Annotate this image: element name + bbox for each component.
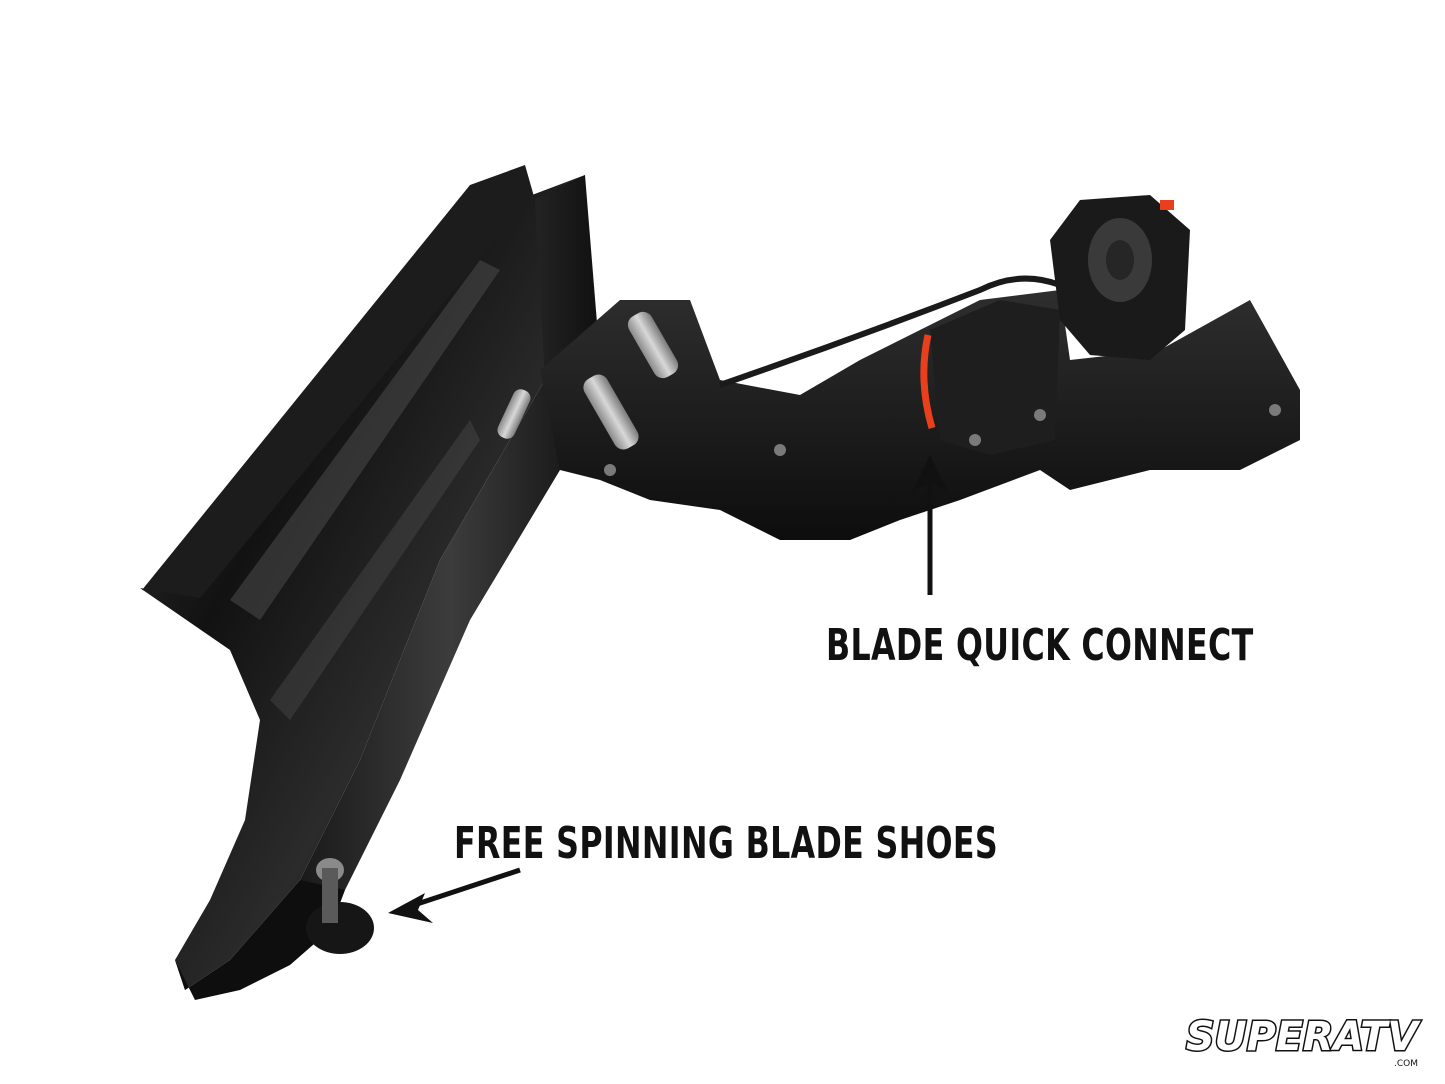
blade-reflection [230,260,500,620]
frame-bolt [1269,404,1281,416]
arrow-quick-connect [912,455,948,595]
trip-spring [627,311,679,379]
brand-logo: SUPERATV .COM [1185,1013,1423,1070]
blade-shoe [306,902,374,954]
callout-quick-connect: BLADE QUICK CONNECT [826,620,1254,671]
trip-spring [497,389,531,439]
blade-reflection [270,420,480,720]
plow-blade [140,175,585,990]
frame-bolt [774,444,786,456]
blade-shoe-post [322,868,338,923]
callout-blade-shoes: FREE SPINNING BLADE SHOES [454,818,999,869]
blade-back-face [300,175,600,930]
hydraulic-hose [920,334,936,429]
trip-spring [583,374,639,450]
logo-suffix: .COM [1394,1059,1418,1069]
frame-plate [930,300,1060,455]
frame-bolt [969,434,981,446]
winch-cable [719,275,1062,388]
arrow-blade-shoes [388,867,521,923]
winch-accent [1160,200,1174,210]
winch-drum-center [1106,240,1134,280]
blade-cutting-edge [175,880,345,1000]
logo-wordmark: SUPERATV [1186,1014,1421,1060]
frame-bolt [604,464,616,476]
frame-bolt [1034,409,1046,421]
push-frame [540,290,1300,540]
blade-top-edge [142,165,535,600]
